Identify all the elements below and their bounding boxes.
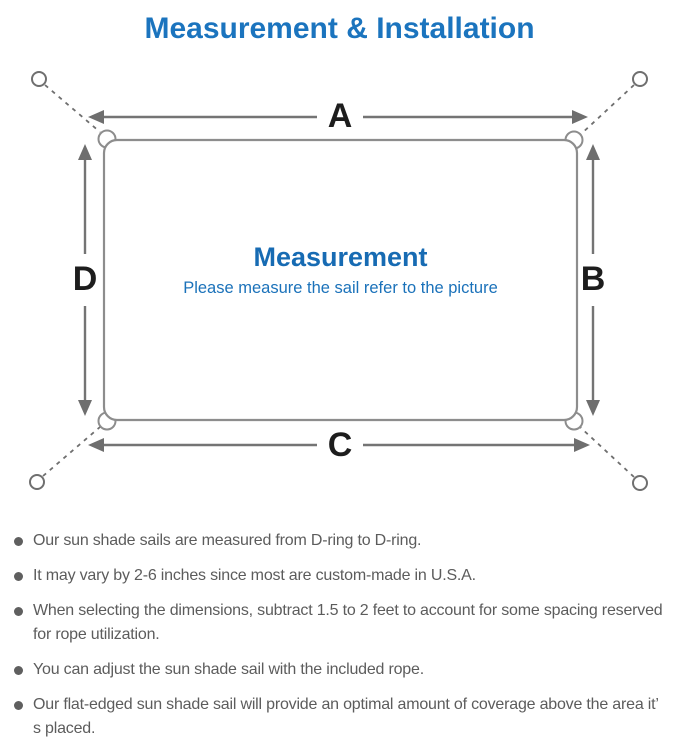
note-item: Our sun shade sails are measured from D-…: [14, 529, 664, 553]
dimension-label-c: C: [327, 426, 353, 464]
notes-list: Our sun shade sails are measured from D-…: [0, 515, 679, 741]
diagram-center-text: Measurement Please measure the sail refe…: [104, 241, 577, 298]
note-item: When selecting the dimensions, subtract …: [14, 599, 664, 647]
bullet-icon: [14, 572, 23, 581]
note-item: It may vary by 2-6 inches since most are…: [14, 564, 664, 588]
arrowhead-a-left-icon: [88, 110, 104, 124]
bullet-icon: [14, 537, 23, 546]
diagram-heading: Measurement: [253, 242, 428, 272]
bullet-icon: [14, 701, 23, 710]
note-text: You can adjust the sun shade sail with t…: [33, 661, 424, 678]
arrowhead-d-down-icon: [78, 400, 92, 416]
bullet-icon: [14, 607, 23, 616]
note-text: Our flat-edged sun shade sail will provi…: [33, 696, 659, 737]
rope-line-top-left: [44, 84, 101, 133]
measurement-diagram: A B C D Measurement Please measure the s…: [0, 55, 679, 515]
anchor-ring-top-right-icon: [632, 71, 648, 87]
bullet-icon: [14, 666, 23, 675]
note-item: You can adjust the sun shade sail with t…: [14, 658, 664, 682]
page-title: Measurement & Installation: [144, 12, 535, 45]
anchor-ring-bottom-left-icon: [29, 474, 45, 490]
arrowhead-a-right-icon: [572, 110, 588, 124]
arrowhead-b-down-icon: [586, 400, 600, 416]
dimension-label-b: B: [580, 260, 606, 298]
dimension-label-d: D: [72, 260, 98, 298]
arrowhead-d-up-icon: [78, 144, 92, 160]
diagram-subtitle: Please measure the sail refer to the pic…: [183, 279, 498, 297]
note-text: It may vary by 2-6 inches since most are…: [33, 567, 476, 584]
note-text: When selecting the dimensions, subtract …: [33, 602, 663, 643]
arrowhead-b-up-icon: [586, 144, 600, 160]
rope-line-bottom-left: [42, 426, 101, 477]
rope-line-bottom-right: [579, 426, 635, 478]
dimension-label-a: A: [327, 97, 353, 135]
anchor-ring-bottom-right-icon: [632, 475, 648, 491]
arrowhead-c-right-icon: [574, 438, 590, 452]
sail-diagram-graphic: [29, 71, 648, 491]
arrowhead-c-left-icon: [88, 438, 104, 452]
sail-outline: [102, 138, 579, 422]
rope-line-top-right: [579, 84, 635, 136]
note-text: Our sun shade sails are measured from D-…: [33, 532, 422, 549]
anchor-ring-top-left-icon: [31, 71, 47, 87]
note-item: Our flat-edged sun shade sail will provi…: [14, 693, 664, 741]
